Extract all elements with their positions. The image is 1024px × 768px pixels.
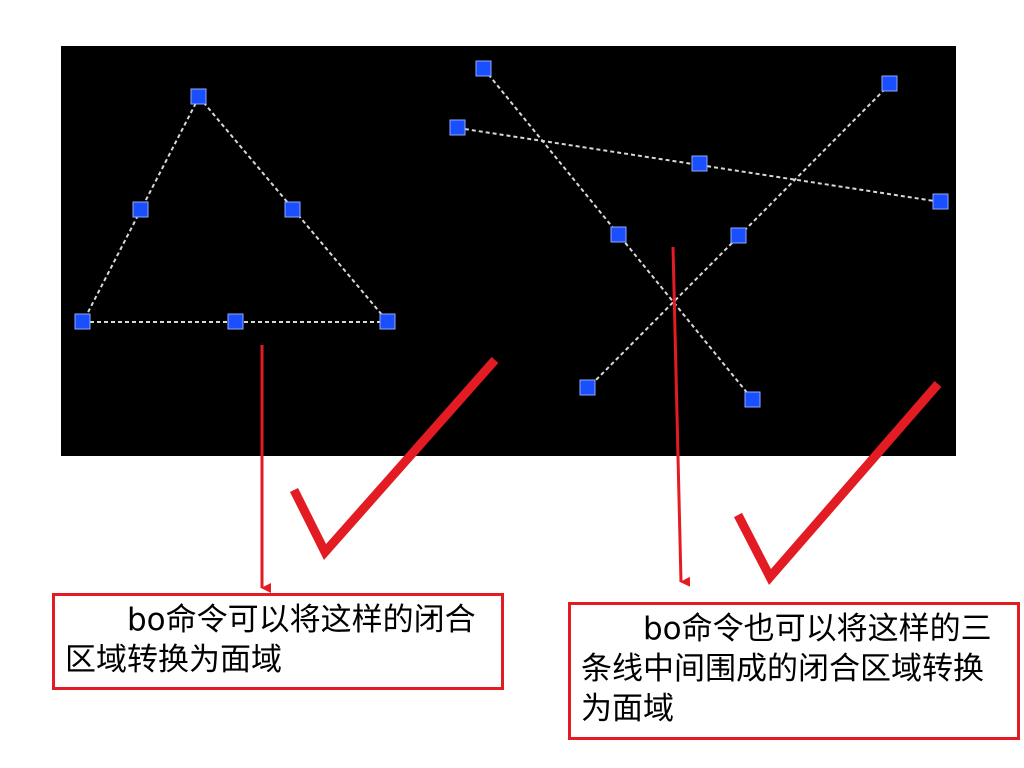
grip-point[interactable] (74, 313, 91, 330)
line-b (457, 127, 942, 203)
grip-point[interactable] (932, 193, 949, 210)
grip-point[interactable] (744, 391, 761, 408)
grip-point[interactable] (881, 75, 898, 92)
grip-point[interactable] (610, 226, 627, 243)
checkmark-icon (289, 357, 499, 560)
grip-point[interactable] (579, 379, 596, 396)
grip-point[interactable] (475, 60, 492, 77)
grip-point[interactable] (132, 201, 149, 218)
grip-point[interactable] (730, 227, 747, 244)
grip-point[interactable] (449, 119, 466, 136)
caption-left: bo命令可以将这样的闭合区域转换为面域 (52, 593, 504, 690)
grip-point[interactable] (190, 88, 207, 105)
caption-right-text: bo命令也可以将这样的三条线中间围成的闭合区域转换为面域 (581, 611, 992, 727)
cad-viewport (61, 46, 956, 456)
checkmark-icon (734, 381, 942, 585)
arrow-right (671, 246, 691, 587)
line-c (587, 83, 891, 389)
grip-point[interactable] (691, 155, 708, 172)
grip-point[interactable] (284, 201, 301, 218)
grip-point[interactable] (227, 313, 244, 330)
grip-points (74, 60, 949, 408)
grip-point[interactable] (379, 313, 396, 330)
caption-right: bo命令也可以将这样的三条线中间围成的闭合区域转换为面域 (568, 602, 1020, 740)
caption-left-text: bo命令可以将这样的闭合区域转换为面域 (65, 602, 476, 678)
